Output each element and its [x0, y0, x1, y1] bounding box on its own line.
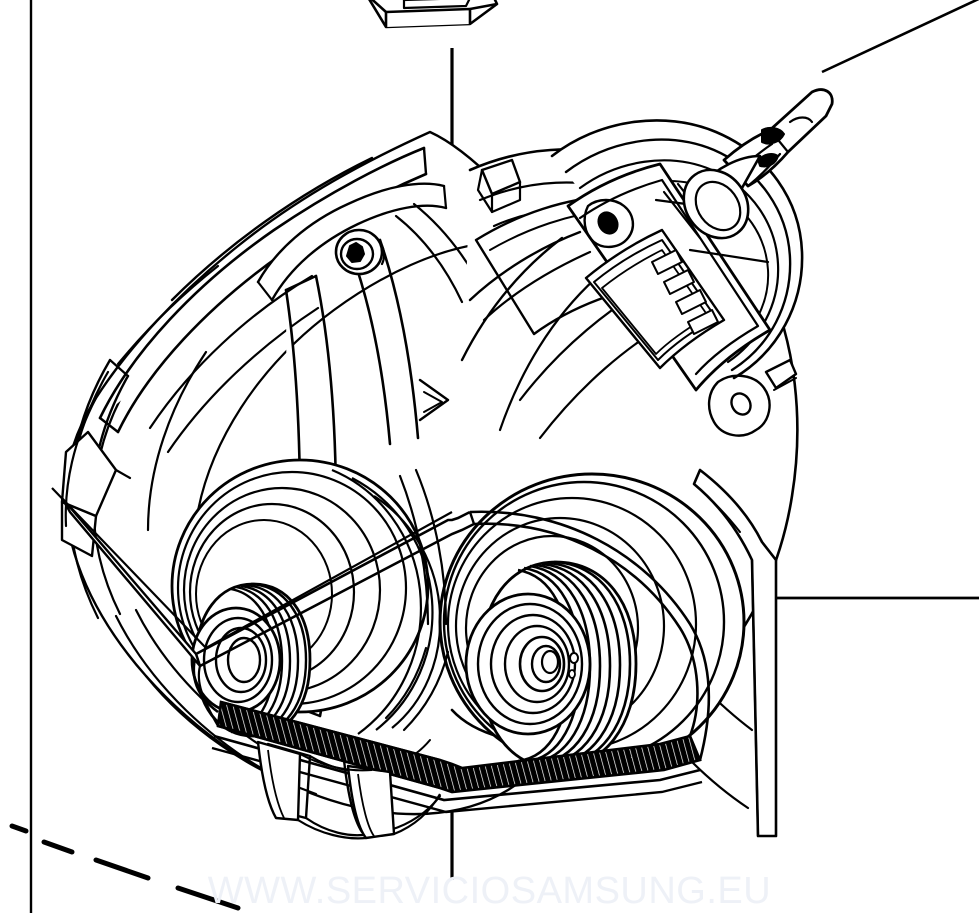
- part-motor-body: [476, 88, 834, 437]
- part-motor-pulley: [464, 560, 638, 770]
- part-motor-pulley-left: [190, 582, 312, 738]
- part-bracket-clip: [368, 0, 499, 29]
- housing-lower-legs: [256, 740, 441, 840]
- upper-right-leader-line: [821, 0, 979, 74]
- housing-foreground-edges: [64, 396, 450, 796]
- part-drive-belt-left-segment: [51, 487, 207, 667]
- part-torx-screw: [334, 228, 386, 276]
- part-drive-belt: [192, 510, 711, 814]
- part-motor-connector: [682, 88, 834, 240]
- lower-left-dashed-line: [9, 823, 241, 911]
